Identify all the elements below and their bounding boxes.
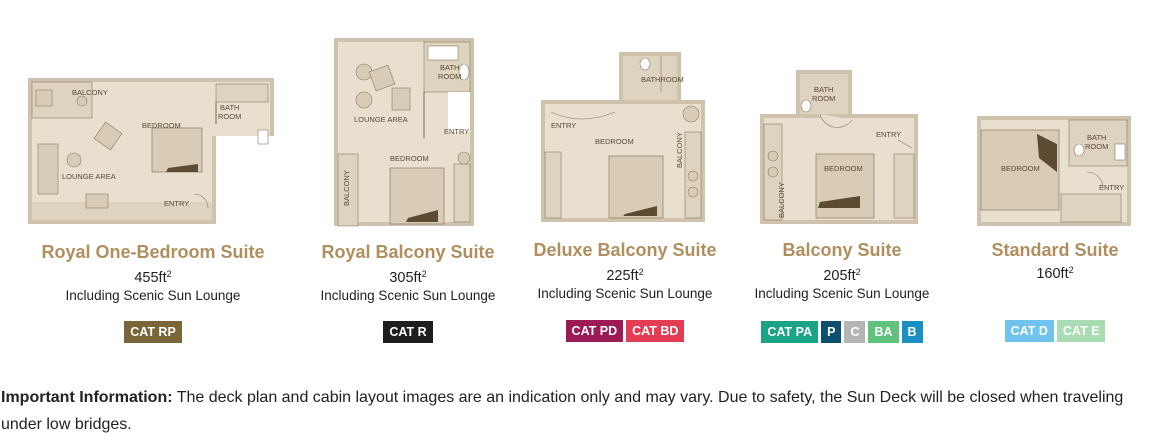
category-badge: CAT RP [124,321,182,343]
suite-size-unit: 2 [421,269,427,279]
category-badges: CAT RP [28,321,278,343]
floor-plan-royal-balcony: BATH ROOM LOUNGE AREA ENTRY BEDROOM BALC… [334,38,476,228]
plan-label-room: ROOM [218,112,241,121]
plan-label-bathroom: BATHROOM [641,75,684,84]
plan-label-bedroom: BEDROOM [1001,164,1040,173]
plan-label-balcony: BALCONY [72,88,108,97]
category-badge: P [821,321,842,343]
plan-label-bedroom: BEDROOM [595,137,634,146]
plan-label-bath: BATH [440,63,459,72]
plan-label-bedroom: BEDROOM [142,121,181,130]
suite-note: Including Scenic Sun Lounge [754,286,930,301]
suite-size-value: 455ft [134,270,167,286]
plan-label-entry: ENTRY [164,199,189,208]
suite-note: Including Scenic Sun Lounge [320,288,496,303]
category-badges: CAT R [308,321,508,343]
suite-name: Deluxe Balcony Suite [533,240,717,260]
plan-label-room: ROOM [438,72,461,81]
suite-note: Including Scenic Sun Lounge [65,288,241,303]
category-badge: CAT E [1056,320,1106,342]
suite-size: 305ft2 [308,269,508,286]
suite-size: 205ft2 [742,267,942,284]
suite-size: 225ft2 [525,267,725,284]
plan-label-entry: ENTRY [444,127,469,136]
suite-size-unit: 2 [166,269,172,279]
plan-label-entry: ENTRY [551,121,576,130]
important-information-heading: Important Information: [1,389,173,406]
category-badge: CAT D [1004,320,1054,342]
floor-plan-royal-one-bedroom: BALCONY BATH ROOM BEDROOM LOUNGE AREA EN… [28,78,278,226]
suite-size-unit: 2 [1068,265,1074,275]
suite-size-value: 225ft [606,268,639,284]
plan-label-room: ROOM [812,94,835,103]
plan-label-entry: ENTRY [1099,183,1124,192]
plan-label-lounge: LOUNGE AREA [354,115,408,124]
plan-label-lounge: LOUNGE AREA [62,172,116,181]
category-badge: C [844,321,866,343]
floor-plan-standard: BATH ROOM BEDROOM ENTRY [977,116,1133,228]
plan-label-bath: BATH [220,103,239,112]
suite-size: 160ft2 [955,265,1155,282]
floor-plan-balcony: BATH ROOM ENTRY BEDROOM BALCONY [760,70,920,226]
suite-size-unit: 2 [855,267,861,277]
suite-size-value: 205ft [823,268,856,284]
important-information-text: The deck plan and cabin layout images ar… [1,389,1124,433]
category-badge: CAT PD [565,320,624,342]
suite-size: 455ft2 [28,269,278,286]
category-badge: BA [868,321,899,343]
suite-name: Royal Balcony Suite [321,242,495,262]
category-badge: CAT R [383,321,433,343]
category-badges: CAT PA P C BA B [742,321,942,343]
category-badges: CAT PD CAT BD [525,320,725,342]
category-badge: B [901,321,923,343]
suite-size-unit: 2 [638,267,644,277]
plan-label-bedroom: BEDROOM [824,164,863,173]
plan-label-balcony: BALCONY [777,182,786,218]
suite-size-value: 160ft [1036,266,1069,282]
plan-label-room: ROOM [1085,142,1108,151]
category-badge: CAT BD [626,320,685,342]
suite-note: Including Scenic Sun Lounge [537,286,713,301]
plan-label-entry: ENTRY [876,130,901,139]
suite-name: Royal One-Bedroom Suite [41,242,265,262]
category-badge: CAT PA [761,321,819,343]
plan-label-bath: BATH [814,85,833,94]
suite-name: Standard Suite [991,240,1119,260]
important-information: Important Information: The deck plan and… [1,384,1161,438]
plan-label-balcony: BALCONY [342,170,351,206]
floor-plan-deluxe-balcony: BATHROOM ENTRY BEDROOM BALCONY [541,52,706,224]
plan-label-bath: BATH [1087,133,1106,142]
suite-name: Balcony Suite [782,240,902,260]
suite-size-value: 305ft [389,270,422,286]
plan-label-bedroom: BEDROOM [390,154,429,163]
plan-label-balcony: BALCONY [675,132,684,168]
category-badges: CAT D CAT E [955,320,1155,342]
